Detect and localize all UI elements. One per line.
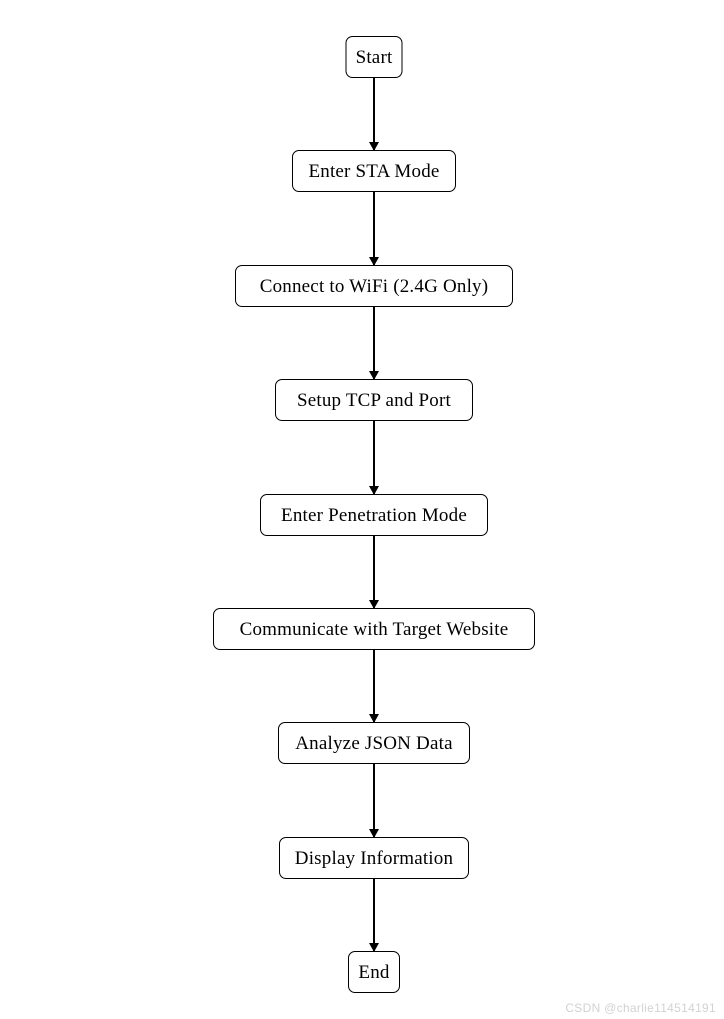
arrow-head-icon: [369, 829, 379, 838]
flow-node-label: Start: [355, 46, 393, 68]
arrow-head-icon: [369, 600, 379, 609]
flow-node-label: Communicate with Target Website: [239, 618, 509, 640]
flow-node-start[interactable]: Start: [345, 36, 403, 78]
arrow-head-icon: [369, 257, 379, 266]
flow-edge: [369, 421, 379, 495]
flow-node-tcp-port[interactable]: Setup TCP and Port: [275, 379, 473, 421]
flow-edge: [369, 307, 379, 380]
flow-edge: [369, 78, 379, 151]
flow-node-end[interactable]: End: [348, 951, 400, 993]
arrow-head-icon: [369, 714, 379, 723]
flow-node-label: Enter Penetration Mode: [281, 504, 467, 526]
flow-node-penetration[interactable]: Enter Penetration Mode: [260, 494, 488, 536]
flow-edge: [369, 192, 379, 266]
flow-node-display[interactable]: Display Information: [279, 837, 469, 879]
flow-node-label: Analyze JSON Data: [295, 732, 453, 754]
flow-edge: [369, 650, 379, 723]
flow-node-label: Connect to WiFi (2.4G Only): [259, 275, 489, 297]
flow-node-analyze[interactable]: Analyze JSON Data: [278, 722, 470, 764]
arrow-head-icon: [369, 486, 379, 495]
watermark: CSDN @charlie114514191: [565, 1001, 716, 1015]
flow-edge: [369, 879, 379, 952]
flow-node-label: End: [358, 961, 390, 983]
arrow-head-icon: [369, 142, 379, 151]
arrow-head-icon: [369, 943, 379, 952]
flow-node-label: Enter STA Mode: [308, 160, 440, 182]
flow-node-label: Setup TCP and Port: [296, 389, 452, 411]
flow-node-communicate[interactable]: Communicate with Target Website: [213, 608, 535, 650]
flow-node-sta-mode[interactable]: Enter STA Mode: [292, 150, 456, 192]
flow-node-connect[interactable]: Connect to WiFi (2.4G Only): [235, 265, 513, 307]
arrow-head-icon: [369, 371, 379, 380]
flow-edge: [369, 764, 379, 838]
flow-node-label: Display Information: [294, 847, 454, 869]
flow-edge: [369, 536, 379, 609]
